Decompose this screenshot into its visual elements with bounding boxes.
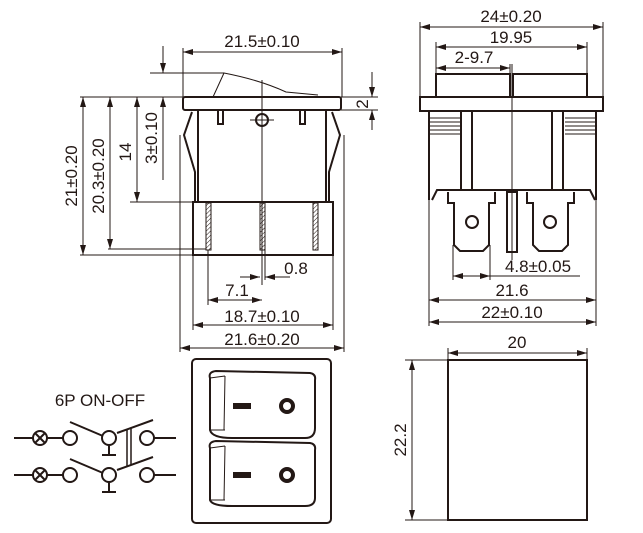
on-mark-icon (279, 398, 295, 414)
end-view: 24±0.20 19.95 2-9.7 4.8±0.05 21.6 22±0.1… (419, 7, 604, 326)
left-latch (182, 111, 196, 202)
dim-base-width-end: 22±0.10 (481, 303, 542, 322)
rocker-right (512, 73, 588, 98)
rocker-bottom (208, 439, 317, 507)
dim-cutout-width: 20 (508, 333, 527, 352)
terminal-left (447, 192, 496, 252)
side-view: 21.5±0.10 21±0.20 20.3±0.20 14 3±0.10 (62, 32, 378, 352)
on-mark-icon (279, 467, 295, 483)
rocker-top (208, 369, 317, 439)
dim-flange-thickness: 2 (353, 99, 372, 108)
dim-flange-width: 24±0.20 (480, 7, 541, 26)
off-mark-icon (233, 472, 251, 478)
pin (205, 202, 212, 251)
front-view (191, 358, 332, 524)
schematic: 6P ON-OFF (14, 391, 176, 493)
right-latch (328, 111, 342, 202)
dim-rocker-span: 19.95 (490, 28, 533, 47)
dim-pin-pitch: 7.1 (225, 281, 249, 300)
terminal-base (192, 201, 334, 256)
pin (312, 202, 319, 251)
dim-height-pins: 20.3±0.20 (89, 138, 108, 214)
dim-pin-thickness: 0.8 (284, 259, 308, 278)
dim-height-total: 21±0.20 (62, 145, 81, 206)
terminal-right (526, 192, 575, 252)
dim-cutout-height: 22.2 (391, 423, 410, 456)
dim-rocker-width: 2-9.7 (455, 48, 494, 67)
dim-width-top: 21.5±0.10 (224, 32, 300, 51)
dim-rocker-height: 3±0.10 (142, 112, 161, 164)
dim-terminal-width: 4.8±0.05 (505, 257, 571, 276)
pin (259, 202, 266, 251)
cutout-outline (447, 359, 588, 521)
dim-height-body: 14 (116, 143, 135, 162)
dim-body-width: 21.6 (495, 281, 528, 300)
dim-base-width: 18.7±0.10 (224, 307, 300, 326)
dim-overall-width: 21.6±0.20 (224, 330, 300, 349)
panel-cutout-view: 20 22.2 (391, 333, 588, 521)
rocker-left (435, 73, 511, 98)
schematic-label: 6P ON-OFF (55, 391, 145, 410)
rocker-profile (212, 72, 319, 98)
center-terminal (506, 191, 518, 253)
front-frame (191, 358, 332, 524)
off-mark-icon (233, 403, 251, 409)
